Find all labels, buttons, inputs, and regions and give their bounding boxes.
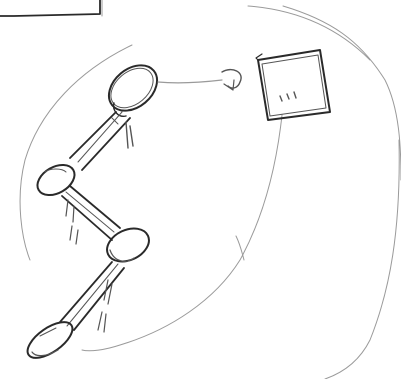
middle-joint bbox=[36, 163, 76, 197]
arrow-to-screen bbox=[157, 68, 242, 91]
lower-arm bbox=[61, 185, 121, 245]
outer-arc bbox=[247, 5, 401, 379]
lower-joint bbox=[106, 227, 150, 263]
forearm bbox=[59, 261, 125, 333]
top-joint bbox=[107, 64, 159, 117]
screen-device bbox=[255, 49, 331, 121]
left-arc bbox=[19, 44, 133, 261]
corner-frame bbox=[0, 0, 103, 17]
inner-curve bbox=[81, 114, 283, 352]
upper-arm bbox=[69, 111, 134, 171]
bottom-effector bbox=[26, 321, 74, 359]
